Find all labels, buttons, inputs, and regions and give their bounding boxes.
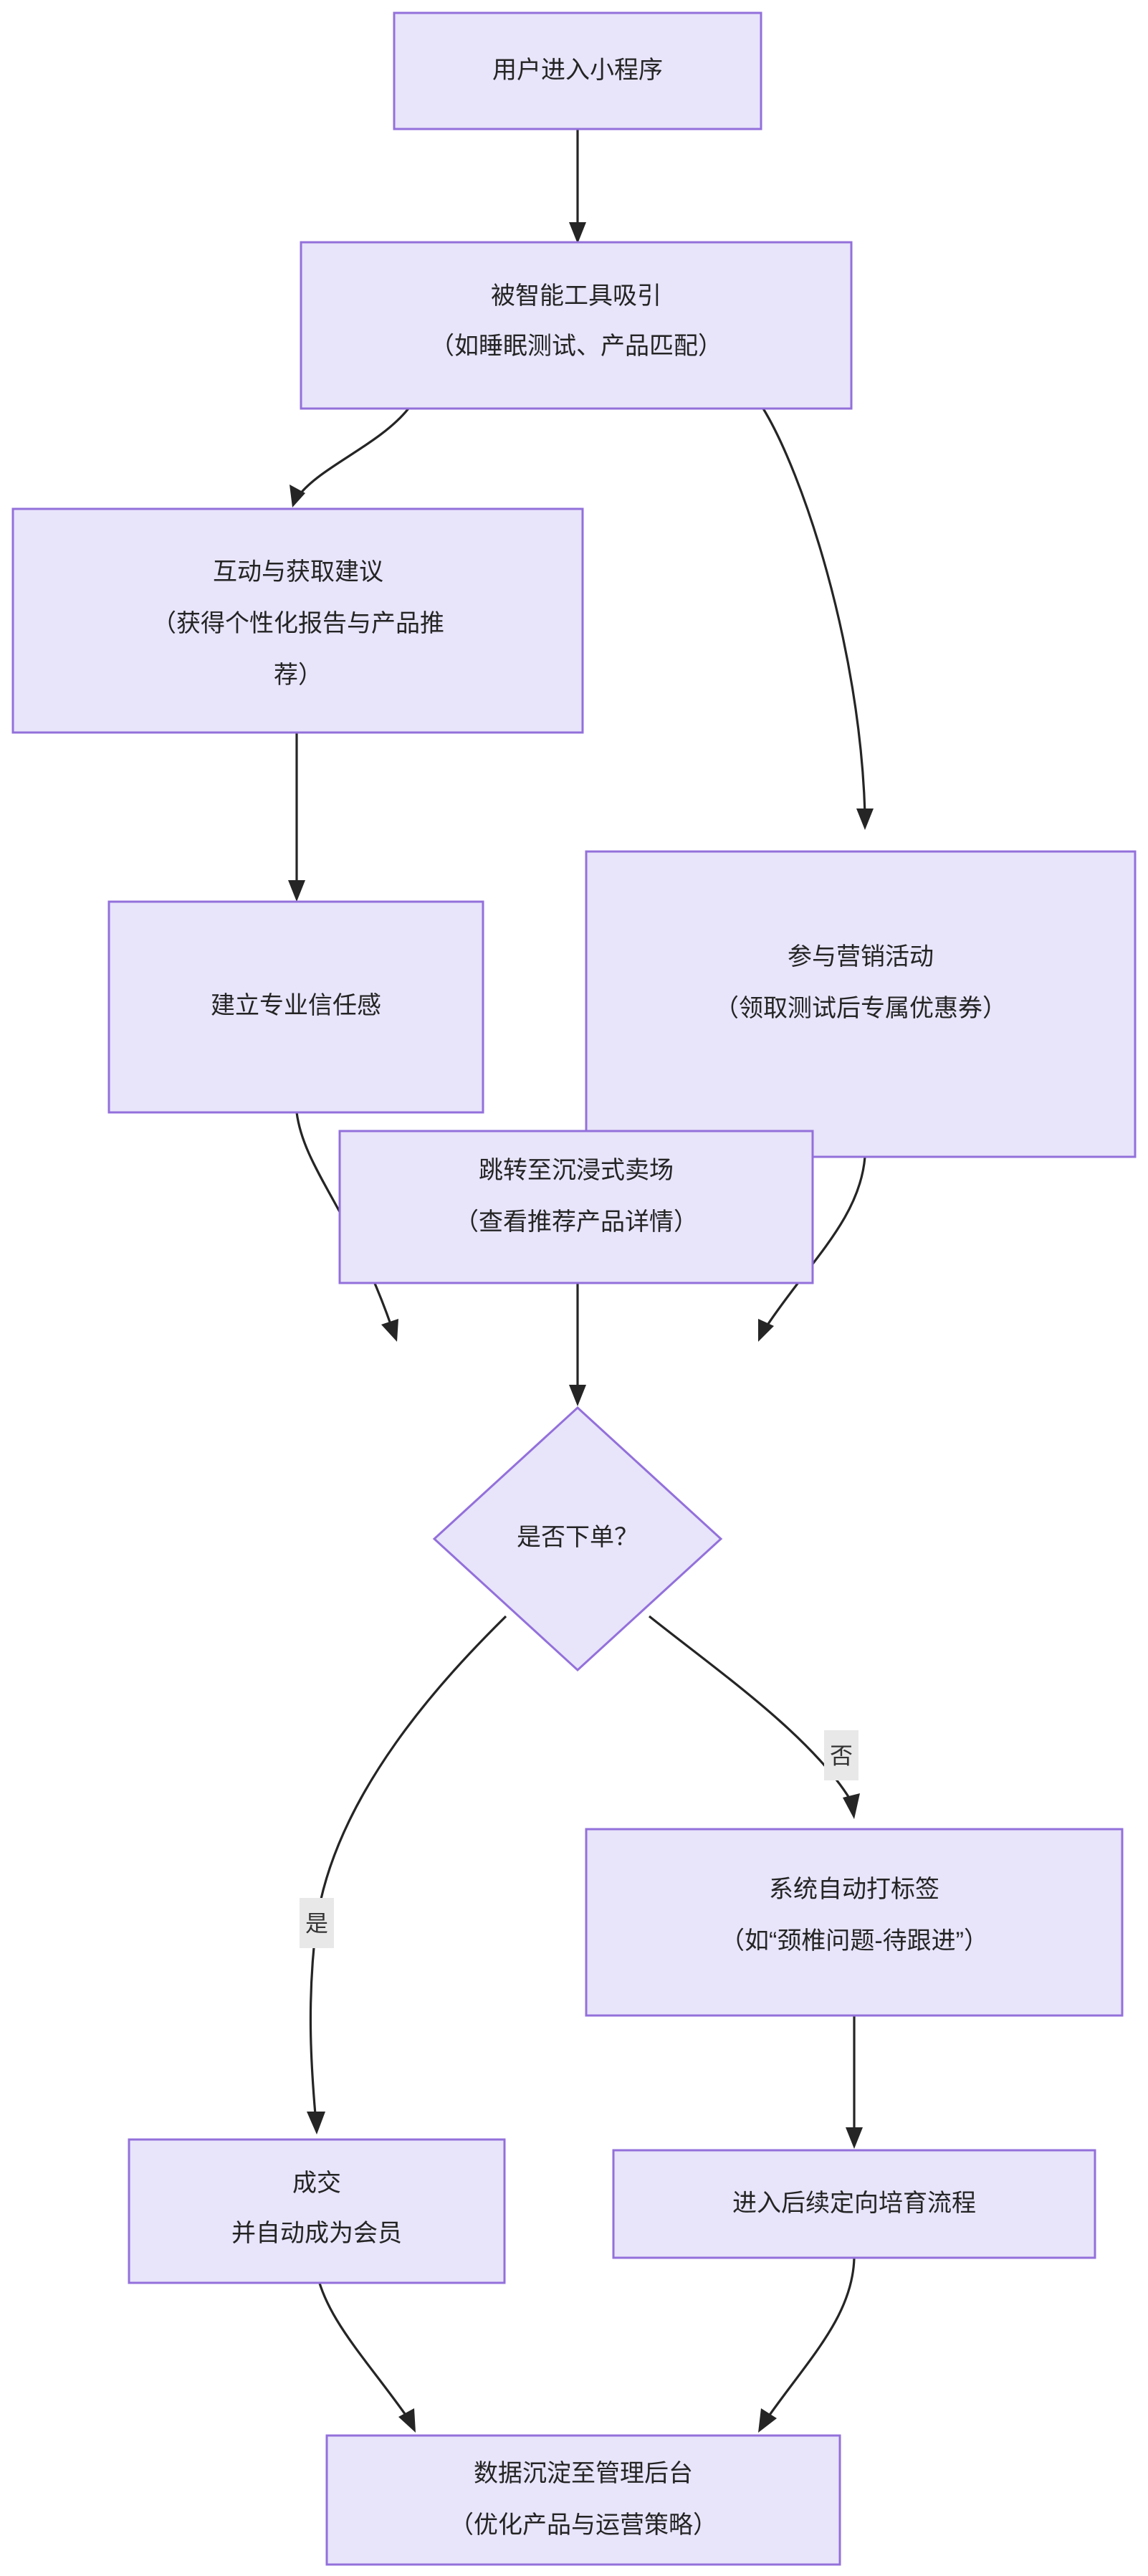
edge-line xyxy=(762,408,866,814)
node-label-line-2: （如“颈椎问题-待跟进”） xyxy=(720,1927,988,1955)
node-label-line-1: 系统自动打标签 xyxy=(769,1876,939,1903)
node-user-enters-miniapp[interactable]: 用户进入小程序 xyxy=(393,11,762,130)
edge-n1-n2 xyxy=(569,129,586,244)
node-data-to-admin-backend[interactable]: 数据沉淀至管理后台 （优化产品与运营策略） xyxy=(325,2434,841,2566)
edge-line xyxy=(314,2264,408,2418)
arrowhead-icon xyxy=(846,2127,863,2149)
edge-n2-n3 xyxy=(290,407,410,507)
node-system-auto-tagging[interactable]: 系统自动打标签 （如“颈椎问题-待跟进”） xyxy=(585,1828,1124,2017)
arrowhead-icon xyxy=(398,2408,416,2433)
node-box[interactable] xyxy=(300,241,853,410)
edge-label-background xyxy=(300,1898,334,1948)
node-box[interactable] xyxy=(585,1828,1124,2017)
edge-n2-n5 xyxy=(762,408,874,830)
node-build-professional-trust[interactable]: 建立专业信任感 xyxy=(107,900,484,1114)
node-join-marketing-campaign[interactable]: 参与营销活动 （领取测试后专属优惠券） xyxy=(585,850,1137,1158)
node-decision-place-order[interactable]: 是否下单？ xyxy=(432,1406,723,1672)
node-label-line-1: 建立专业信任感 xyxy=(211,992,381,1019)
node-label-line-2: （领取测试后专属优惠券） xyxy=(714,995,1007,1022)
arrowhead-icon xyxy=(758,2408,777,2433)
edge-n7-n8: 否 xyxy=(649,1615,860,1819)
edge-line xyxy=(649,1615,851,1800)
arrowhead-icon xyxy=(758,1319,774,1342)
node-label-line-2: （获得个性化报告与产品推 xyxy=(152,610,444,637)
arrowhead-icon xyxy=(843,1793,860,1819)
edge-n5-n6 xyxy=(758,1156,866,1342)
node-interact-and-get-advice[interactable]: 互动与获取建议 （获得个性化报告与产品推 荐） xyxy=(11,507,584,734)
node-box[interactable] xyxy=(11,507,584,734)
edge-n9-n11 xyxy=(314,2264,416,2433)
arrowhead-icon xyxy=(288,880,305,902)
node-label-line-1: 被智能工具吸引 xyxy=(491,282,661,310)
arrowhead-icon xyxy=(569,222,586,244)
edge-layer: 是 否 xyxy=(288,129,874,2433)
node-box[interactable] xyxy=(107,900,484,1114)
edge-label-background xyxy=(824,1730,858,1780)
node-deal-closed-member[interactable]: 成交 并自动成为会员 xyxy=(128,2138,506,2284)
node-box[interactable] xyxy=(393,11,762,130)
node-label-line-2: （优化产品与运营策略） xyxy=(449,2511,717,2539)
node-label-line-1: 数据沉淀至管理后台 xyxy=(474,2460,693,2487)
node-enter-targeted-nurturing[interactable]: 进入后续定向培育流程 xyxy=(612,2149,1096,2259)
edge-n7-n9: 是 xyxy=(300,1615,507,2134)
node-label-line-1: 进入后续定向培育流程 xyxy=(732,2190,976,2217)
node-box[interactable] xyxy=(325,2434,841,2566)
edge-n8-n10 xyxy=(846,2016,863,2149)
arrowhead-icon xyxy=(290,485,305,507)
node-label-line-1: 是否下单？ xyxy=(517,1524,638,1551)
node-label-line-2: （查看推荐产品详情） xyxy=(454,1208,698,1236)
node-label-line-1: 参与营销活动 xyxy=(788,943,934,970)
edge-line xyxy=(767,2257,856,2418)
arrowhead-icon xyxy=(307,2112,325,2134)
node-go-to-immersive-store[interactable]: 跳转至沉浸式卖场 （查看推荐产品详情） xyxy=(338,1130,814,1284)
node-box[interactable] xyxy=(585,850,1137,1158)
edge-n6-n7 xyxy=(569,1283,586,1406)
node-label-line-1: 互动与获取建议 xyxy=(213,558,383,586)
node-diamond[interactable] xyxy=(432,1406,723,1672)
node-label-line-1: 跳转至沉浸式卖场 xyxy=(479,1157,674,1184)
edge-n4-n6 xyxy=(295,1112,398,1342)
edge-n10-n11 xyxy=(758,2257,856,2433)
arrowhead-icon xyxy=(381,1319,398,1342)
node-label-line-2: （如睡眠测试、产品匹配） xyxy=(430,333,722,360)
edge-line xyxy=(295,1112,393,1327)
edge-n3-n4 xyxy=(288,733,305,902)
node-box[interactable] xyxy=(338,1130,814,1284)
edge-line xyxy=(298,407,410,496)
node-attracted-by-smart-tool[interactable]: 被智能工具吸引 （如睡眠测试、产品匹配） xyxy=(300,241,853,410)
edge-label-yes: 是 xyxy=(305,1910,328,1936)
node-label-line-2: 并自动成为会员 xyxy=(231,2220,402,2247)
edge-line xyxy=(765,1156,866,1327)
edge-line xyxy=(309,1615,507,2115)
node-box[interactable] xyxy=(128,2138,506,2284)
node-label-line-3: 荐） xyxy=(274,662,322,689)
node-box[interactable] xyxy=(612,2149,1096,2259)
edge-label-no: 否 xyxy=(830,1742,853,1768)
node-label-line-1: 成交 xyxy=(292,2170,341,2197)
arrowhead-icon xyxy=(569,1385,586,1406)
node-label-line-1: 用户进入小程序 xyxy=(492,57,663,84)
arrowhead-icon xyxy=(856,808,874,830)
